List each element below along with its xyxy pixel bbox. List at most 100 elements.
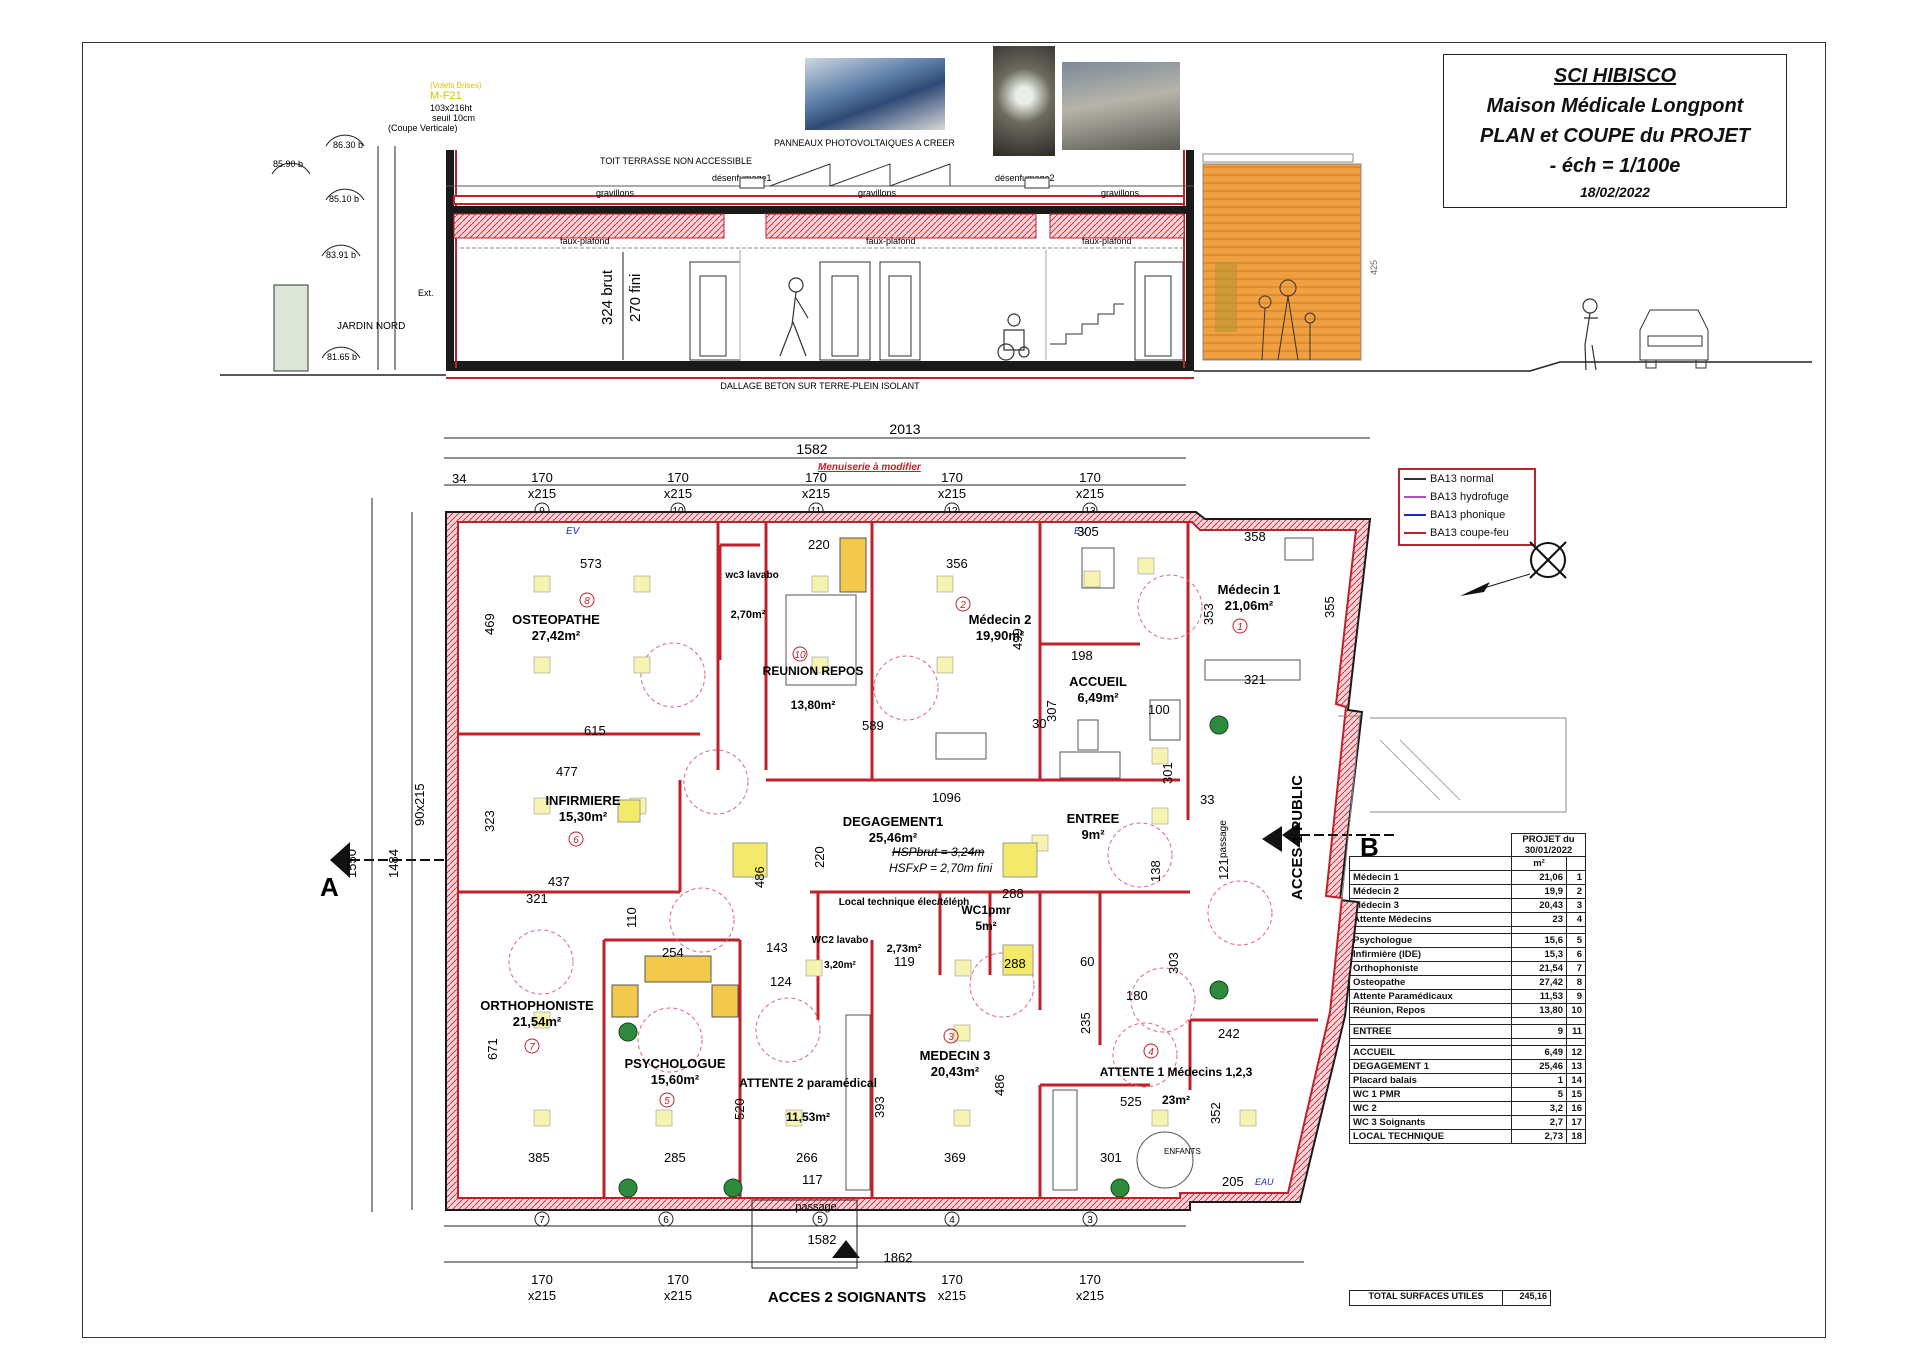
window-number: 3 bbox=[1087, 1215, 1093, 1226]
dim-value: 615 bbox=[584, 723, 606, 738]
section-b-arrow bbox=[1282, 822, 1300, 848]
dim-value: 33 bbox=[1200, 792, 1214, 807]
room-area: 25,46m² bbox=[869, 830, 918, 845]
room-area: 20,43m² bbox=[931, 1064, 980, 1079]
room-area: 3,20m² bbox=[824, 960, 856, 971]
dim-34: 34 bbox=[452, 471, 466, 486]
room-name: ATTENTE 2 paramédical bbox=[739, 1076, 877, 1090]
total-label: TOTAL SURFACES UTILES bbox=[1350, 1291, 1503, 1305]
gravel-label: gravillons bbox=[1101, 188, 1140, 198]
dim-value: 437 bbox=[548, 874, 570, 889]
room-number: 7 bbox=[529, 1042, 535, 1053]
window-width: 170 bbox=[941, 470, 963, 485]
smoke-vent-1 bbox=[739, 177, 765, 189]
floor-slab bbox=[446, 361, 1194, 371]
dim-value: 288 bbox=[1002, 886, 1024, 901]
water-label: EAU bbox=[1255, 1177, 1274, 1187]
window-height: x215 bbox=[528, 1288, 556, 1303]
window-width: 170 bbox=[667, 470, 689, 485]
dim-value: 355 bbox=[1322, 596, 1337, 618]
height-fini: 270 fini bbox=[627, 274, 644, 322]
dim-value: 220 bbox=[808, 537, 830, 552]
height-425: 425 bbox=[1369, 260, 1379, 275]
pv-panels bbox=[769, 163, 951, 187]
schedule-unit-row: m² bbox=[1349, 856, 1586, 871]
gravel-label: gravillons bbox=[858, 188, 897, 198]
door-ref: M-F21 bbox=[430, 90, 462, 102]
window-width: 170 bbox=[531, 470, 553, 485]
legend-item: BA13 hydrofuge bbox=[1400, 488, 1534, 506]
pv-label: PANNEAUX PHOTOVOLTAIQUES A CREER bbox=[774, 138, 955, 148]
family-silhouettes bbox=[1258, 279, 1316, 361]
room-number: 6 bbox=[573, 835, 579, 846]
room-name: MEDECIN 3 bbox=[920, 1048, 991, 1063]
kids-area-label: ENFANTS bbox=[1164, 1147, 1201, 1156]
dim-value: 198 bbox=[1071, 648, 1093, 663]
dim-value: 321 bbox=[1244, 672, 1266, 687]
dim-value: 180 bbox=[1126, 988, 1148, 1003]
legend-item: BA13 normal bbox=[1400, 470, 1534, 488]
room-name: ACCUEIL bbox=[1069, 674, 1127, 689]
window-height: x215 bbox=[1076, 486, 1104, 501]
smoke-vent-square bbox=[1002, 842, 1038, 878]
window-width: 170 bbox=[667, 1272, 689, 1287]
room-name: WC2 lavabo bbox=[812, 935, 869, 946]
level-label: 86.30 b bbox=[333, 140, 363, 150]
slab-label: DALLAGE BETON SUR TERRE-PLEIN ISOLANT bbox=[720, 381, 920, 391]
room-name: INFIRMIERE bbox=[545, 793, 620, 808]
dim-value: 121 bbox=[1216, 858, 1231, 880]
dim-value: 486 bbox=[752, 866, 767, 888]
title-project: Maison Médicale Longpont bbox=[1486, 95, 1744, 117]
title-block: SCI HIBISCO Maison Médicale Longpont PLA… bbox=[1443, 54, 1787, 208]
dim-value: 393 bbox=[872, 1096, 887, 1118]
schedule-cell-no: 4 bbox=[1566, 912, 1586, 927]
title-date: 18/02/2022 bbox=[1579, 184, 1651, 200]
dim-value: 469 bbox=[482, 613, 497, 635]
dim-value: 288 bbox=[1004, 956, 1026, 971]
title-scale: - éch = 1/100e bbox=[1549, 155, 1681, 177]
room-number: 3 bbox=[948, 1032, 954, 1043]
legend-item: BA13 phonique bbox=[1400, 506, 1534, 524]
dim-value: 242 bbox=[1218, 1026, 1240, 1041]
parking-hatch bbox=[1379, 739, 1461, 801]
legend-label: BA13 phonique bbox=[1430, 509, 1506, 521]
dim-left-1484: 1484 bbox=[386, 849, 401, 878]
dim-value: 358 bbox=[1244, 529, 1266, 544]
dim-value: 520 bbox=[732, 1098, 747, 1120]
window-width: 170 bbox=[1079, 470, 1101, 485]
dim-value: 235 bbox=[1078, 1012, 1093, 1034]
room-area: 21,54m² bbox=[513, 1014, 562, 1029]
room-number: 10 bbox=[794, 650, 806, 661]
dim-left-1550: 1550 bbox=[344, 849, 359, 878]
height-brut: 324 brut bbox=[599, 269, 616, 325]
dim-value: 486 bbox=[992, 1074, 1007, 1096]
room-name: ENTREE bbox=[1067, 811, 1120, 826]
room-name: DEGAGEMENT1 bbox=[843, 814, 943, 829]
room-area: 15,30m² bbox=[559, 809, 608, 824]
window-number: 4 bbox=[949, 1215, 955, 1226]
outer-walls bbox=[445, 511, 1372, 1211]
window-height: x215 bbox=[528, 486, 556, 501]
room-number: 2 bbox=[959, 600, 966, 611]
window-height: x215 bbox=[802, 486, 830, 501]
window-number: 6 bbox=[663, 1215, 669, 1226]
room-number: 1 bbox=[1237, 622, 1243, 633]
room-name: wc3 lavabo bbox=[724, 570, 778, 581]
dim-bottom-total: 1862 bbox=[884, 1250, 913, 1265]
top-windows: 170 x215 170 x215 170 x215 170 x215 170 … bbox=[528, 470, 1104, 518]
garden-label: JARDIN NORD bbox=[337, 321, 405, 332]
dim-top-inner: 1582 bbox=[796, 441, 827, 457]
wall-legend: BA13 normal BA13 hydrofuge BA13 phonique… bbox=[1398, 468, 1536, 546]
dim-value: 573 bbox=[580, 556, 602, 571]
level-markers: 85.90 b 86.30 b 85.10 b 83.91 b 81.65 b bbox=[271, 134, 365, 362]
room-name: Médecin 2 bbox=[969, 612, 1032, 627]
level-label: 81.65 b bbox=[327, 352, 357, 362]
section-doors bbox=[689, 261, 1184, 361]
